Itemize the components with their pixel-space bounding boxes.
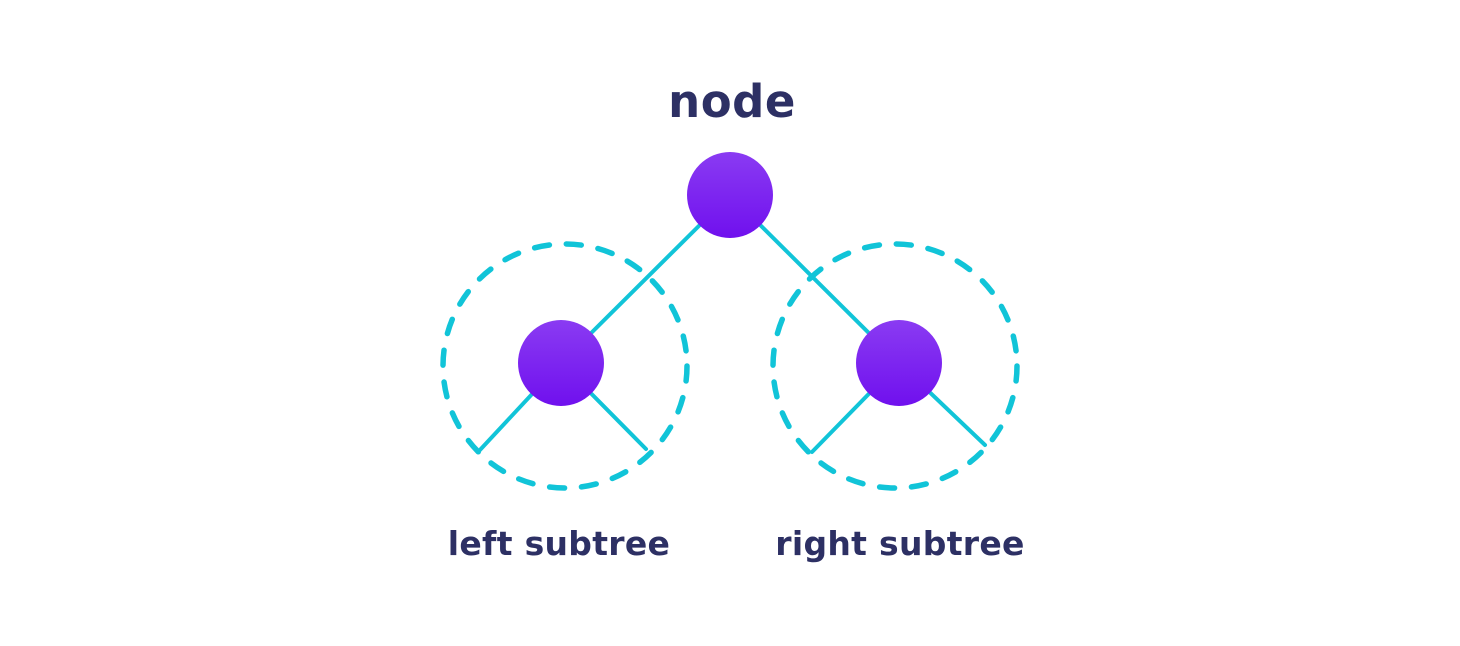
right-subtree-dashed-circle (770, 241, 1020, 491)
root-node-circle (687, 152, 773, 238)
node-title: node (668, 75, 796, 128)
left-subtree-label: left subtree (448, 524, 670, 563)
right-child-node-circle (856, 320, 942, 406)
left-child-node-circle (518, 320, 604, 406)
left-subtree-dashed-circle (440, 241, 690, 491)
right-subtree-label: right subtree (775, 524, 1024, 563)
